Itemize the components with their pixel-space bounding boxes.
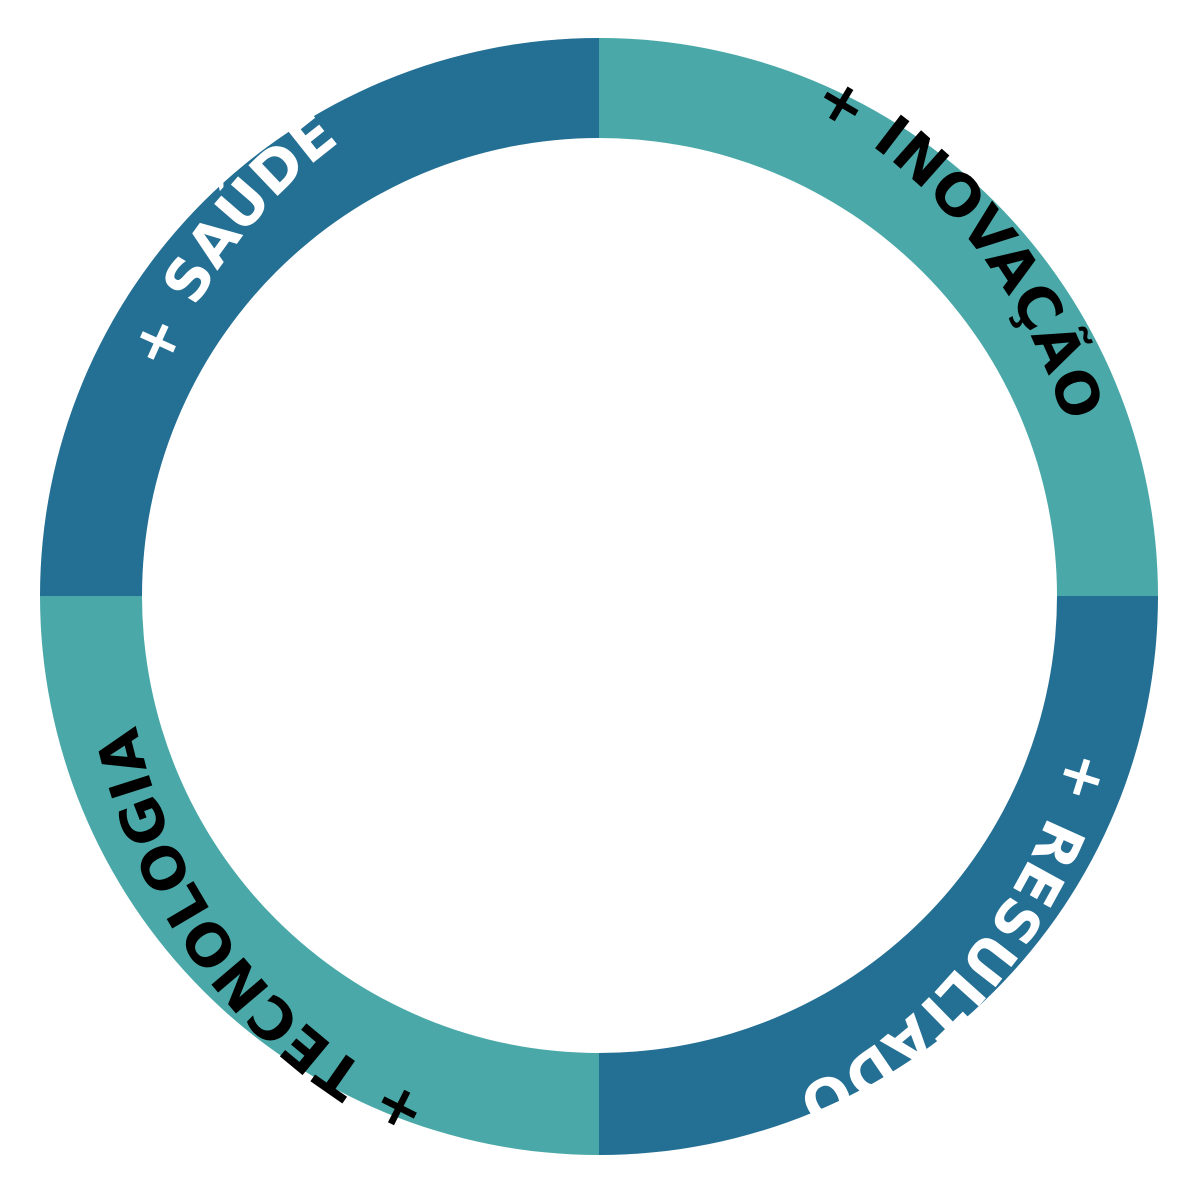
segment-resultado (599, 596, 1158, 1155)
label-saude: + SAÚDE (115, 98, 350, 377)
segment-saude (40, 38, 599, 596)
segment-tecnologia (40, 596, 599, 1155)
label-inovacao: + INOVAÇÃO (804, 61, 1117, 430)
segment-inovacao (599, 38, 1158, 596)
